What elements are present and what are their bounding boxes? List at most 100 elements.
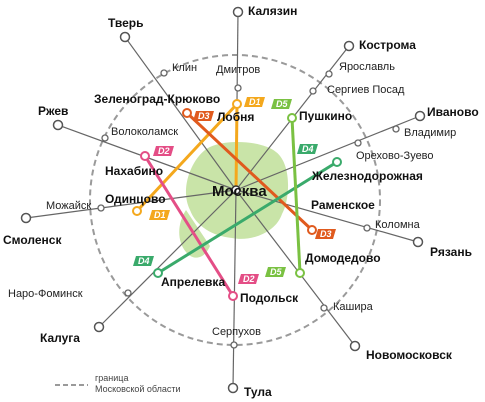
label-rzhev: Ржев bbox=[38, 104, 68, 118]
terminal-marker-odintsovo bbox=[132, 206, 142, 216]
tag-d4-south: D4 bbox=[133, 256, 154, 266]
hub-marker bbox=[231, 185, 241, 195]
label-ryazan: Рязань bbox=[430, 245, 472, 259]
station-marker-yaroslavl bbox=[325, 70, 333, 78]
label-ramenskoe: Раменское bbox=[311, 198, 375, 212]
label-sergiev-posad: Сергиев Посад bbox=[327, 84, 405, 96]
station-marker-volokolamsk bbox=[101, 134, 109, 142]
station-marker-kashira bbox=[320, 304, 328, 312]
label-kolomna: Коломна bbox=[375, 219, 421, 231]
legend-text-line1: граница bbox=[95, 373, 128, 383]
tag-d1-north: D1 bbox=[244, 97, 265, 107]
city-marker-ryazan bbox=[412, 236, 424, 248]
station-marker-naro-fominsk bbox=[124, 289, 132, 297]
spoke-kaluga bbox=[98, 189, 237, 328]
line-tags: D1 D5 D3 D2 D4 D1 D3 D4 D2 D5 bbox=[133, 97, 336, 284]
label-kaluga: Калуга bbox=[40, 331, 80, 345]
svg-text:D4: D4 bbox=[302, 144, 314, 154]
tag-d2-south: D2 bbox=[238, 274, 259, 284]
svg-text:D2: D2 bbox=[158, 146, 170, 156]
terminal-markers bbox=[132, 99, 342, 301]
terminal-marker-podolsk bbox=[228, 291, 238, 301]
city-marker-rzhev bbox=[52, 119, 64, 131]
label-odintsovo: Одинцово bbox=[105, 192, 166, 206]
label-vladimir: Владимир bbox=[404, 127, 456, 139]
label-tver: Тверь bbox=[108, 16, 143, 30]
station-marker-sergiev-posad bbox=[309, 87, 317, 95]
terminal-marker-aprelevka bbox=[153, 268, 163, 278]
city-marker-tula bbox=[227, 382, 239, 394]
spoke-tver bbox=[124, 36, 237, 191]
label-volokolamsk: Волоколамск bbox=[111, 126, 178, 138]
svg-text:D4: D4 bbox=[138, 256, 150, 266]
label-yaroslavl: Ярославль bbox=[339, 61, 395, 73]
terminal-marker-ramenskoe bbox=[307, 225, 317, 235]
city-marker-ivanovo bbox=[414, 110, 426, 122]
city-marker-novomoskovsk bbox=[349, 340, 361, 352]
label-domodedovo: Домодедово bbox=[305, 251, 381, 265]
city-marker-kostroma bbox=[343, 40, 355, 52]
inner-station-markers bbox=[97, 69, 400, 349]
label-orekhovo: Орехово-Зуево bbox=[356, 150, 434, 162]
spoke-novomoskovsk bbox=[235, 189, 356, 347]
label-pushkino: Пушкино bbox=[299, 109, 352, 123]
station-marker-kolomna bbox=[363, 224, 371, 232]
station-marker-serpukhov bbox=[230, 341, 238, 349]
station-marker-klin bbox=[160, 69, 168, 77]
diameter-d3 bbox=[185, 111, 314, 232]
legend-text-line2: Московской области bbox=[95, 384, 181, 394]
spoke-ivanovo bbox=[235, 115, 421, 191]
tag-d5-south: D5 bbox=[265, 267, 286, 277]
outer-city-markers bbox=[20, 6, 426, 394]
label-zelenograd: Зеленоград-Крюково bbox=[94, 92, 220, 106]
inner-station-labels: Дмитров Ярославль Сергиев Посад Владимир… bbox=[8, 61, 456, 338]
svg-text:D2: D2 bbox=[243, 274, 255, 284]
label-kashira: Кашира bbox=[333, 301, 374, 313]
terminal-marker-nakhabino bbox=[140, 151, 150, 161]
label-podolsk: Подольск bbox=[240, 291, 299, 305]
diameter-d1 bbox=[135, 102, 239, 213]
diameters-layer bbox=[135, 102, 338, 297]
city-marker-tver bbox=[119, 31, 131, 43]
station-marker-vladimir bbox=[392, 125, 400, 133]
tag-d2-north: D2 bbox=[153, 146, 174, 156]
spoke-tula bbox=[232, 189, 237, 389]
diameter-d5 bbox=[290, 117, 302, 274]
label-klin: Клин bbox=[172, 62, 197, 74]
label-ivanovo: Иваново bbox=[427, 105, 479, 119]
station-marker-mozhaisk bbox=[97, 204, 105, 212]
diameter-d1-b bbox=[234, 103, 239, 191]
tag-d3-south: D3 bbox=[315, 229, 336, 239]
spoke-smolensk bbox=[25, 189, 237, 219]
label-kostroma: Кострома bbox=[359, 38, 416, 52]
terminal-marker-pushkino bbox=[287, 113, 297, 123]
terminal-marker-zelenograd bbox=[182, 108, 192, 118]
label-aprelevka: Апрелевка bbox=[161, 275, 225, 289]
label-serpukhov: Серпухов bbox=[212, 326, 261, 338]
label-kalyazin: Калязин bbox=[248, 4, 297, 18]
outer-city-labels: Калязин Кострома Иваново Рязань Новомоск… bbox=[3, 4, 479, 399]
label-zheleznodorozhnaya: Железнодорожная bbox=[311, 169, 423, 183]
label-novomoskovsk: Новомосковск bbox=[366, 348, 453, 362]
city-marker-kaluga bbox=[93, 321, 105, 333]
tag-d4-north: D4 bbox=[297, 144, 318, 154]
moscow-city-area bbox=[179, 141, 289, 258]
city-marker-smolensk bbox=[20, 212, 32, 224]
svg-text:D5: D5 bbox=[276, 99, 288, 109]
svg-text:D5: D5 bbox=[270, 267, 282, 277]
region-boundary bbox=[89, 54, 381, 346]
city-marker-kalyazin bbox=[232, 6, 244, 18]
tag-d5-north: D5 bbox=[271, 99, 292, 109]
terminal-marker-zheleznodorozhnaya bbox=[332, 157, 342, 167]
label-naro-fominsk: Наро-Фоминск bbox=[8, 288, 83, 300]
label-mozhaisk: Можайск bbox=[46, 200, 91, 212]
terminal-marker-domodedovo bbox=[295, 268, 305, 278]
terminal-labels: Лобня Пушкино Железнодорожная Раменское … bbox=[94, 92, 423, 305]
terminal-marker-lobnya bbox=[232, 99, 242, 109]
station-marker-orekhovo bbox=[354, 139, 362, 147]
svg-text:D3: D3 bbox=[320, 229, 332, 239]
label-smolensk: Смоленск bbox=[3, 233, 62, 247]
svg-text:D1: D1 bbox=[154, 210, 166, 220]
label-nakhabino: Нахабино bbox=[105, 164, 163, 178]
